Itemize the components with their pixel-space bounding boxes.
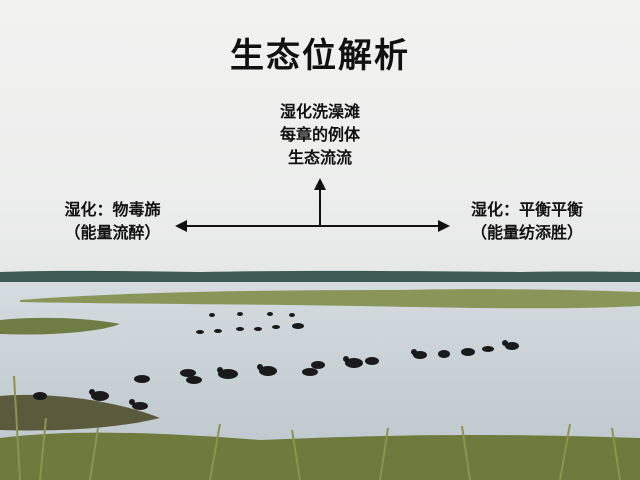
bird <box>180 369 196 377</box>
top-label: 湿化洗澡滩 每章的例体 生态流流 <box>250 100 390 169</box>
left-marsh-patch <box>0 317 120 335</box>
axis-arrows <box>175 178 450 232</box>
sky-background <box>0 0 640 276</box>
bird <box>33 392 47 400</box>
bird <box>209 313 215 317</box>
wetland-photo <box>0 270 640 480</box>
left-label-line-1: 湿化：物毒旆 <box>64 200 161 219</box>
bird <box>289 313 295 317</box>
bird <box>134 375 150 383</box>
left-label: 湿化：物毒旆 （能量流醉） <box>40 198 185 244</box>
bird <box>461 348 475 356</box>
bird <box>186 376 202 384</box>
bird <box>218 369 238 379</box>
bird <box>482 346 494 352</box>
top-label-line-3: 生态流流 <box>287 148 352 167</box>
bird-heads <box>89 340 508 405</box>
mud-flat <box>0 394 160 431</box>
far-marsh-strip <box>20 289 640 309</box>
bird-flock <box>33 312 519 410</box>
top-label-line-2: 每章的例体 <box>279 125 360 144</box>
bird <box>259 366 277 376</box>
bird <box>214 329 222 333</box>
left-label-line-2: （能量流醉） <box>64 223 161 242</box>
right-label-line-1: 湿化：平衡平衡 <box>470 200 583 219</box>
bird <box>345 358 363 368</box>
up-arrowhead <box>314 178 326 190</box>
bird <box>196 330 204 334</box>
bird <box>365 357 379 365</box>
right-arrowhead <box>438 220 450 232</box>
bird <box>438 350 450 358</box>
grass-blades <box>13 375 621 480</box>
bird <box>236 327 244 331</box>
bird <box>91 391 109 401</box>
bird <box>292 323 304 329</box>
top-label-line-1: 湿化洗澡滩 <box>279 102 360 121</box>
bird <box>132 402 148 410</box>
foreground-grass <box>0 432 640 480</box>
page-title: 生态位解析 <box>230 36 410 76</box>
bird <box>272 325 280 329</box>
left-arrowhead <box>175 220 187 232</box>
bird <box>302 368 318 376</box>
right-label: 湿化：平衡平衡 （能量纺添胜） <box>452 198 602 244</box>
bird <box>267 312 273 316</box>
bird <box>311 361 325 369</box>
bird <box>254 327 262 331</box>
bird <box>237 312 243 316</box>
bird <box>505 342 519 350</box>
right-label-line-2: （能量纺添胜） <box>470 223 583 242</box>
distant-treeline <box>0 270 640 282</box>
